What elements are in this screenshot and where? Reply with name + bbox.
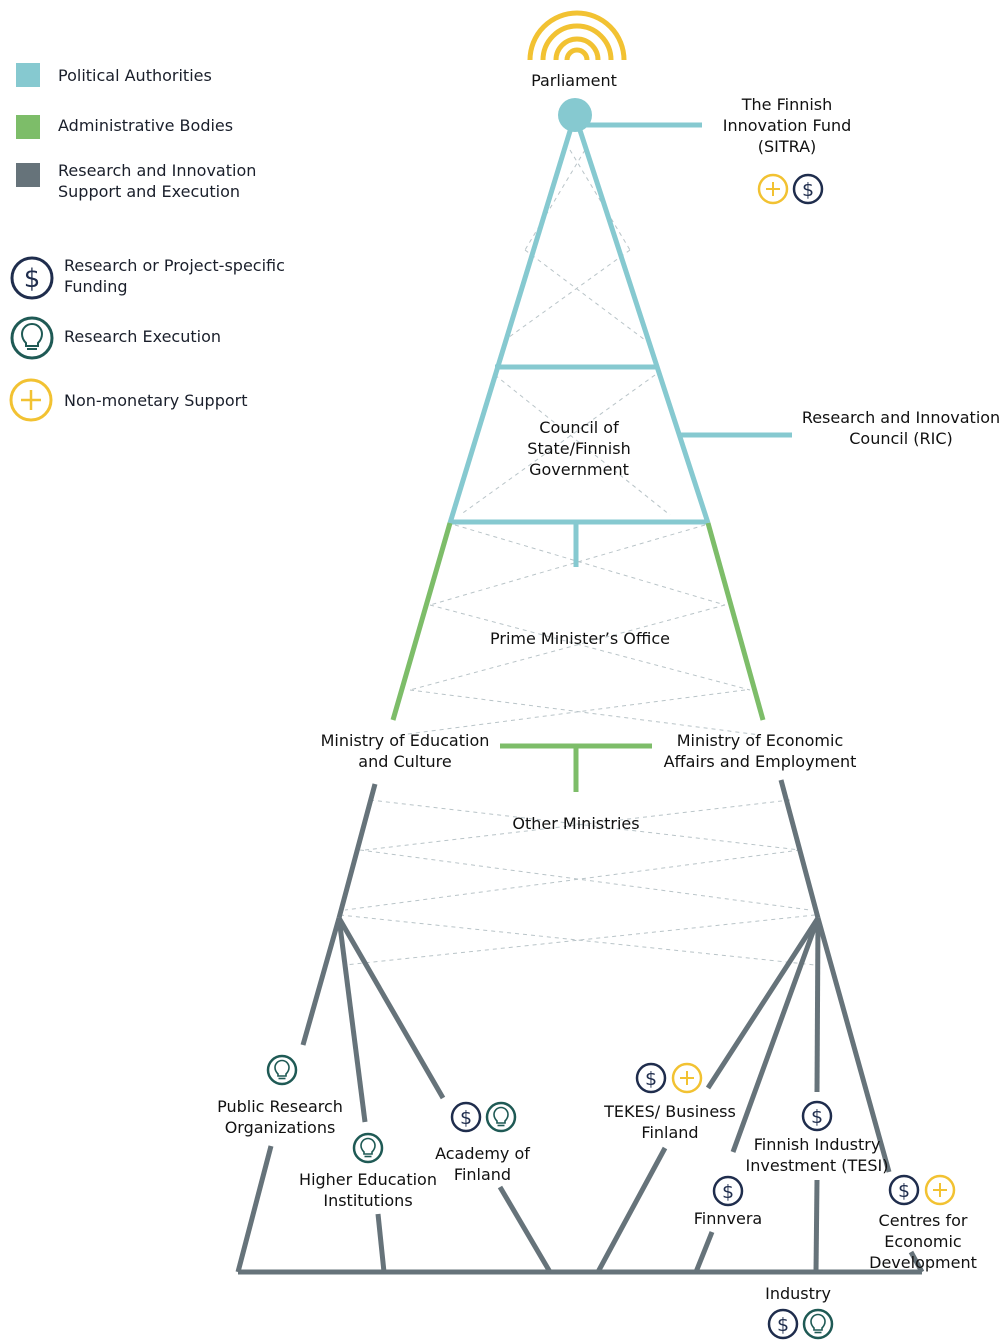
legend-label-administrative: Administrative Bodies (58, 116, 234, 135)
dollar-icon: $ (10, 256, 54, 300)
lightbulb-icon (485, 1101, 517, 1133)
legend-swatch-political (16, 63, 40, 87)
node-ric: Research and Innovation Council (RIC) (801, 408, 1001, 448)
dollar-icon: $ (767, 1308, 799, 1340)
svg-text:$: $ (811, 1106, 823, 1128)
dollar-icon: $ (450, 1101, 482, 1133)
node-finnvera: Finnvera (693, 1209, 763, 1228)
dollar-icon: $ (635, 1062, 667, 1094)
legend-label-execution: Research Execution (64, 327, 221, 346)
node-moec: Ministry of Education and Culture (320, 731, 490, 771)
node-tesi: Finnish Industry Investment (TESI) (745, 1135, 889, 1175)
svg-text:$: $ (24, 264, 41, 294)
lightbulb-icon (352, 1132, 384, 1164)
plus-icon (924, 1174, 956, 1206)
svg-text:$: $ (777, 1314, 789, 1336)
cross-bracing (339, 149, 816, 966)
node-industry: Industry (765, 1284, 831, 1303)
legend-swatch-administrative (16, 115, 40, 139)
node-higher-education: Higher Education Institutions (299, 1170, 437, 1210)
node-academy-of-finland: Academy of Finland (435, 1144, 530, 1184)
svg-text:$: $ (802, 179, 814, 201)
dollar-icon: $ (712, 1175, 744, 1207)
parliament-node (558, 98, 592, 132)
node-council: Council of State/Finnish Government (527, 418, 631, 479)
lightbulb-icon (266, 1054, 298, 1086)
node-centres-economic-dev: Centres for Economic Development (869, 1211, 977, 1272)
dollar-icon: $ (792, 173, 824, 205)
legend-label-research: Research and Innovation Support and Exec… (58, 161, 257, 201)
legend-swatch-research (16, 163, 40, 187)
node-pmo: Prime Minister’s Office (490, 629, 670, 648)
dollar-icon: $ (801, 1100, 833, 1132)
research-structure (235, 779, 925, 1275)
node-public-research: Public Research Organizations (217, 1097, 343, 1137)
node-tekes: TEKES/ Business Finland (604, 1102, 736, 1142)
svg-text:$: $ (722, 1181, 734, 1203)
svg-text:$: $ (460, 1107, 472, 1129)
administrative-structure (390, 522, 766, 792)
node-sitra: The Finnish Innovation Fund (SITRA) (722, 95, 852, 156)
plus-icon (9, 378, 53, 422)
lightbulb-icon (10, 316, 54, 360)
svg-text:$: $ (898, 1180, 910, 1202)
legend-label-support: Non-monetary Support (64, 391, 248, 410)
broadcast-arcs-icon (527, 10, 627, 61)
node-parliament: Parliament (531, 71, 617, 90)
plus-icon (757, 173, 789, 205)
legend-label-political: Political Authorities (58, 66, 212, 85)
political-structure (447, 117, 792, 567)
node-other-ministries: Other Ministries (512, 814, 640, 833)
node-mee: Ministry of Economic Affairs and Employm… (663, 731, 857, 771)
svg-text:$: $ (645, 1068, 657, 1090)
lightbulb-icon (802, 1308, 834, 1340)
dollar-icon: $ (888, 1174, 920, 1206)
legend-label-funding: Research or Project-specific Funding (64, 256, 285, 296)
plus-icon (671, 1062, 703, 1094)
